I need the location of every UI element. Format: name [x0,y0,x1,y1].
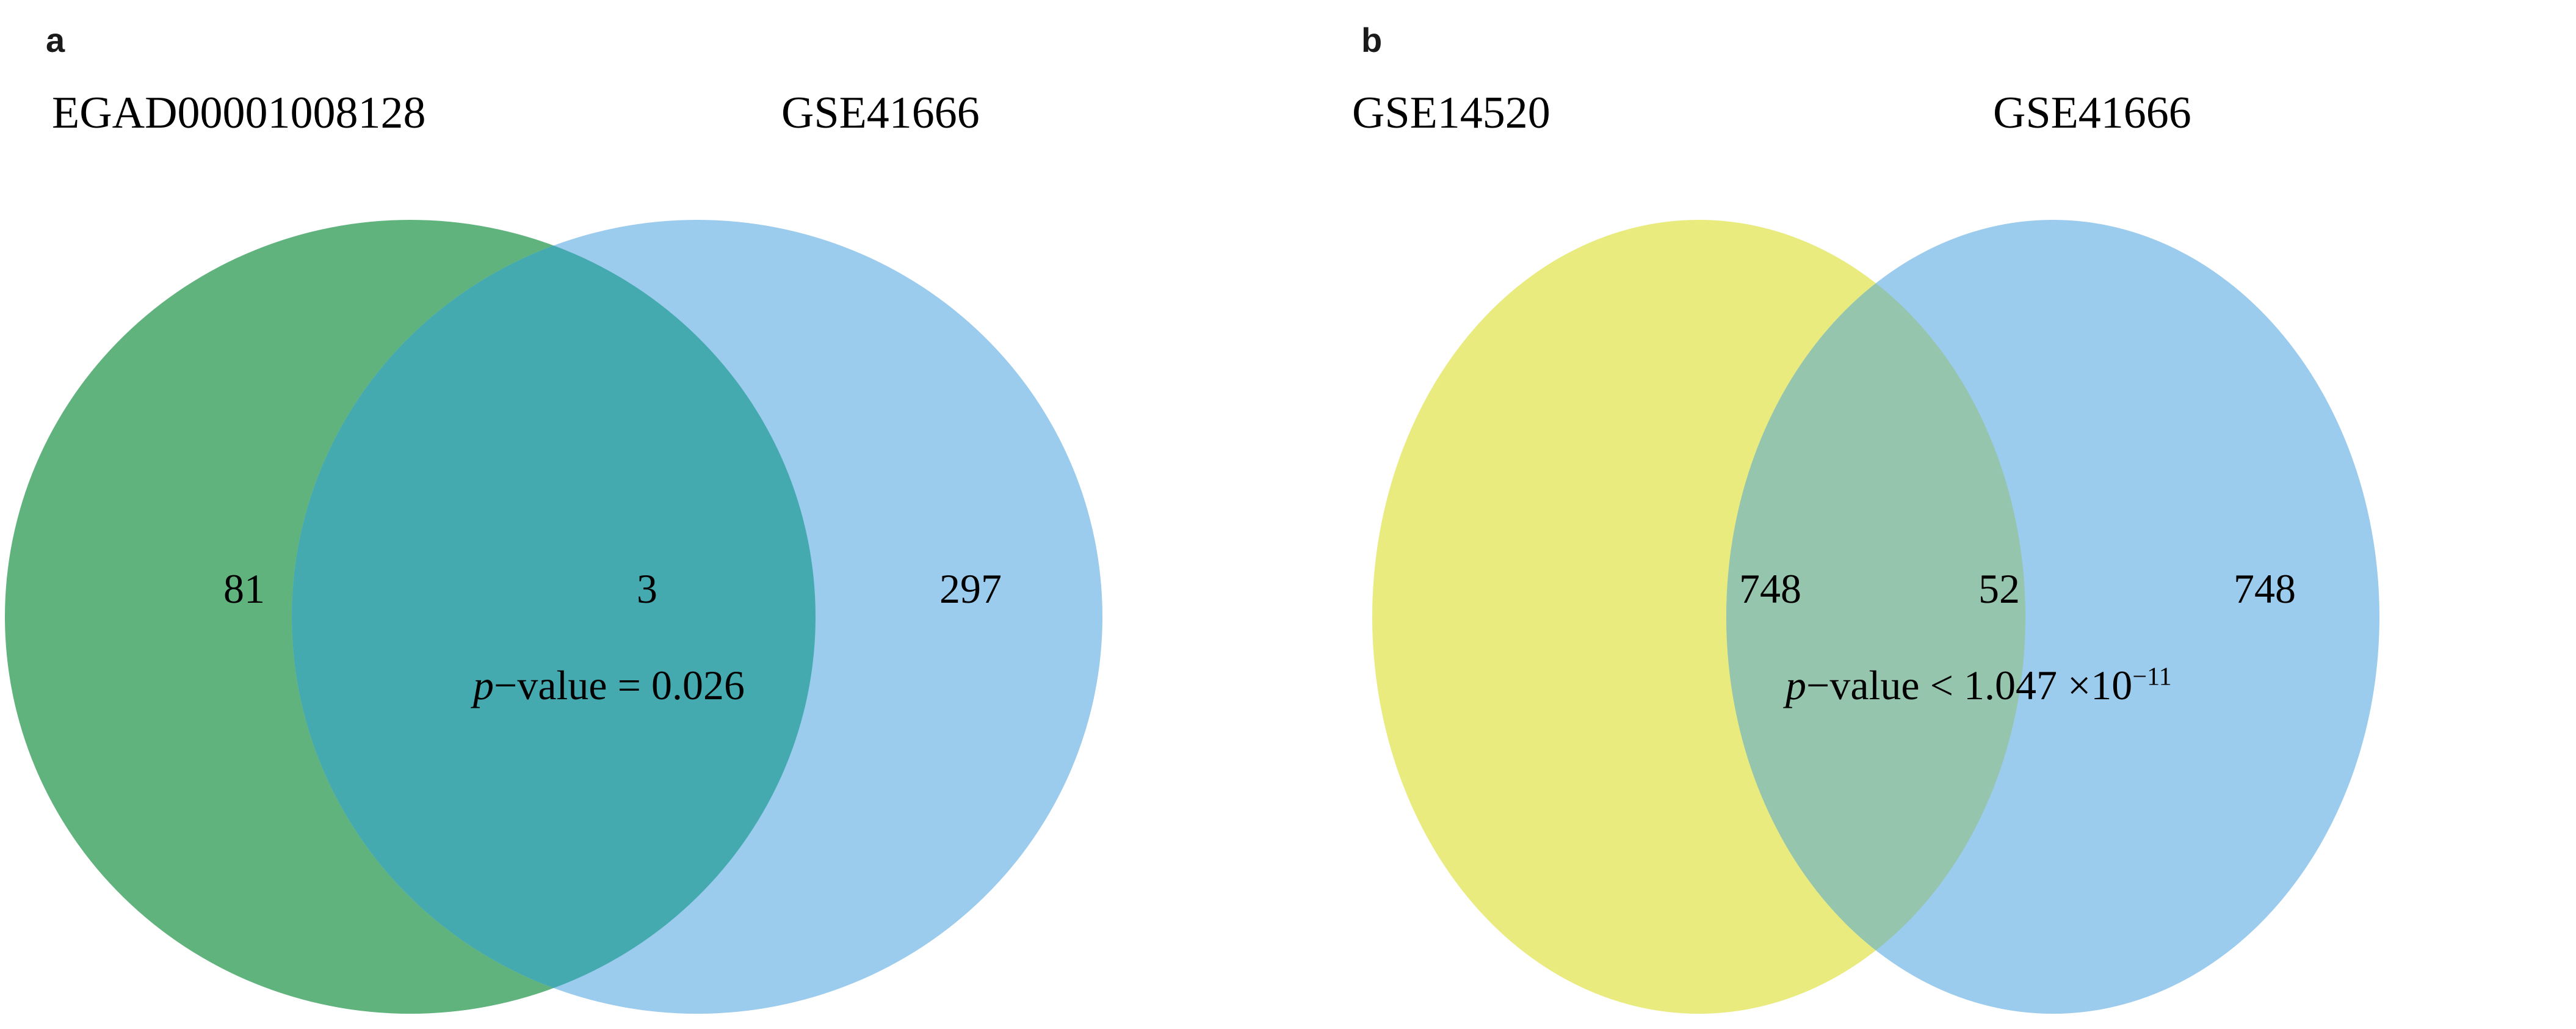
panel-a-overlap-region [292,220,816,1014]
panel-b-right-count: 748 [2234,565,2296,612]
panel-b-right-set-label: GSE41666 [1993,88,2191,138]
panel-b-pvalue-body: −value < 1.047 ×10 [1806,662,2133,708]
panel-a-venn-graphic [5,220,1102,1014]
panel-a-letter: a [46,21,65,59]
panel-b-pvalue-symbol: p [1785,662,1806,708]
panel-b-pvalue-exponent: −11 [2132,662,2172,691]
panel-a-pvalue-body: −value = 0.026 [494,662,745,708]
panel-b: b GSE14520 GSE41666 748 52 748 p−value <… [1288,0,2576,1029]
panel-b-left-count: 748 [1739,565,1801,612]
panel-a-right-set-label: GSE41666 [781,88,980,138]
panel-b-pvalue: p−value < 1.047 ×10−11 [1785,664,2172,706]
panel-a-right-count: 297 [939,565,1002,612]
panel-a-pvalue: p−value = 0.026 [473,664,745,706]
panel-b-letter: b [1361,21,1383,59]
panel-a: a EGAD00001008128 GSE41666 81 3 297 p−va… [5,21,1102,1014]
panel-b-intersection-count: 52 [1978,565,2020,612]
panel-a-left-count: 81 [223,565,265,612]
panel-a-intersection-count: 3 [637,565,657,612]
panel-a-left-set-label: EGAD00001008128 [52,88,426,138]
panel-a-pvalue-symbol: p [473,662,494,708]
panel-b-overlap-region [1726,220,2025,1014]
panel-b-venn-graphic [1372,220,2379,1014]
panel-b-left-set-label: GSE14520 [1352,88,1550,138]
